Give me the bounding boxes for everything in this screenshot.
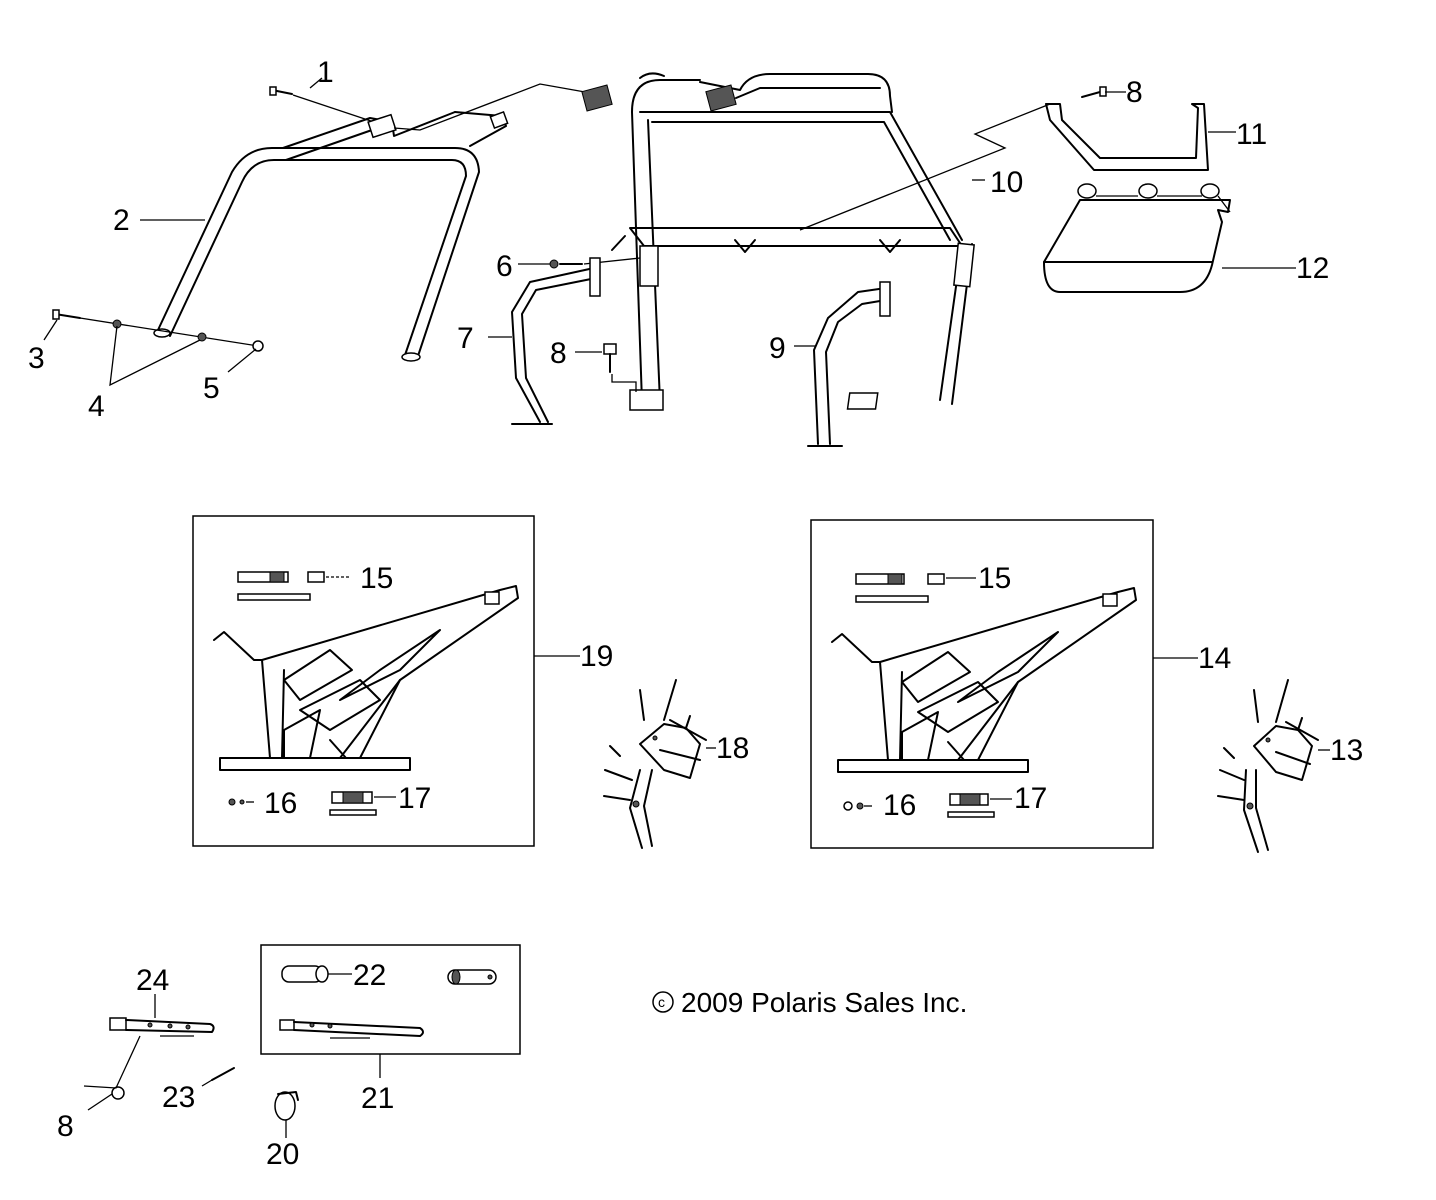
part-12-bag bbox=[1043, 183, 1231, 293]
leader-23 bbox=[201, 1079, 213, 1087]
part-4-washer-b bbox=[197, 332, 207, 342]
part-22-grip-a bbox=[281, 965, 329, 983]
callout-16-a: 16 bbox=[264, 787, 297, 820]
part-2-front-hoop bbox=[153, 111, 509, 362]
part-23-pin bbox=[211, 1067, 235, 1081]
part-8-bolt-mid bbox=[603, 343, 617, 373]
callout-20: 20 bbox=[266, 1138, 299, 1171]
part-24-bar bbox=[109, 1017, 215, 1037]
kit-14-box bbox=[810, 519, 1154, 849]
callout-6: 6 bbox=[496, 250, 513, 283]
part-17-bushing-a bbox=[329, 791, 377, 816]
callout-22: 22 bbox=[353, 959, 386, 992]
callout-21: 21 bbox=[361, 1082, 394, 1115]
part-7-lower-frame bbox=[511, 257, 601, 425]
part-8-bolt-top bbox=[1081, 86, 1107, 98]
callout-14: 14 bbox=[1198, 642, 1231, 675]
part-1-bolt bbox=[269, 86, 293, 96]
part-20-clip bbox=[274, 1091, 299, 1121]
part-5-nut bbox=[252, 340, 264, 352]
leader-8-bottom-b bbox=[83, 1035, 141, 1089]
copyright-circle-icon bbox=[652, 991, 674, 1013]
part-3-bolt bbox=[52, 309, 81, 320]
callout-13: 13 bbox=[1330, 734, 1363, 767]
callout-labels: 1 2 3 4 5 6 7 8 8 8 9 10 11 12 13 14 15 … bbox=[28, 56, 1363, 1171]
axis-3-5 bbox=[79, 317, 259, 347]
part-15-pin-a bbox=[237, 571, 325, 601]
part-14-side-net bbox=[831, 587, 1137, 773]
part-22-grip-b bbox=[447, 969, 497, 985]
part-9-lower-frame bbox=[807, 281, 891, 447]
leader-10b bbox=[799, 103, 1051, 231]
part-16-nut-b bbox=[843, 801, 864, 811]
callout-4: 4 bbox=[88, 390, 105, 423]
callout-9: 9 bbox=[769, 332, 786, 365]
part-8-bolt-bottom bbox=[111, 1086, 125, 1100]
callout-1: 1 bbox=[317, 56, 334, 89]
part-19-side-net bbox=[213, 585, 519, 771]
part-21-bar bbox=[279, 1019, 424, 1039]
callout-23: 23 bbox=[162, 1081, 195, 1114]
callout-15-a: 15 bbox=[360, 562, 393, 595]
leader-4 bbox=[109, 325, 201, 387]
callout-10: 10 bbox=[990, 166, 1023, 199]
kit-21-box bbox=[260, 944, 521, 1055]
callout-17-a: 17 bbox=[398, 782, 431, 815]
callout-19: 19 bbox=[580, 640, 613, 673]
part-10-main-cage bbox=[581, 72, 975, 411]
part-6-bolt bbox=[549, 259, 583, 269]
part-16-nut-a bbox=[228, 798, 245, 806]
callout-7: 7 bbox=[457, 322, 474, 355]
callout-8-mid: 8 bbox=[550, 337, 567, 370]
leader-5 bbox=[227, 348, 257, 373]
callout-18: 18 bbox=[716, 732, 749, 765]
callout-8-top: 8 bbox=[1126, 76, 1143, 109]
part-17-bushing-b bbox=[947, 793, 995, 818]
copyright-symbol: c bbox=[658, 994, 665, 1010]
part-18-side-frame bbox=[603, 679, 707, 849]
leader-1b bbox=[309, 77, 323, 89]
part-15-pin-b bbox=[855, 573, 945, 603]
leader-8-mid-b bbox=[611, 374, 637, 392]
callout-11: 11 bbox=[1236, 118, 1267, 151]
callout-17-b: 17 bbox=[1014, 782, 1047, 815]
callout-5: 5 bbox=[203, 372, 220, 405]
leader-2-link bbox=[393, 83, 586, 131]
copyright-text: 2009 Polaris Sales Inc. bbox=[681, 987, 967, 1018]
callout-3: 3 bbox=[28, 342, 45, 375]
copyright-notice: c 2009 Polaris Sales Inc. bbox=[652, 987, 967, 1018]
leader-8-bottom bbox=[87, 1093, 113, 1111]
callout-8-bottom: 8 bbox=[57, 1110, 74, 1143]
leader-3 bbox=[43, 319, 58, 341]
part-13-side-frame bbox=[1217, 679, 1319, 853]
callout-16-b: 16 bbox=[883, 789, 916, 822]
callout-12: 12 bbox=[1296, 252, 1329, 285]
part-11-grab-bar bbox=[1045, 103, 1209, 171]
callout-15-b: 15 bbox=[978, 562, 1011, 595]
kit-19-box bbox=[192, 515, 535, 847]
callout-24: 24 bbox=[136, 964, 169, 997]
callout-2: 2 bbox=[113, 204, 130, 237]
